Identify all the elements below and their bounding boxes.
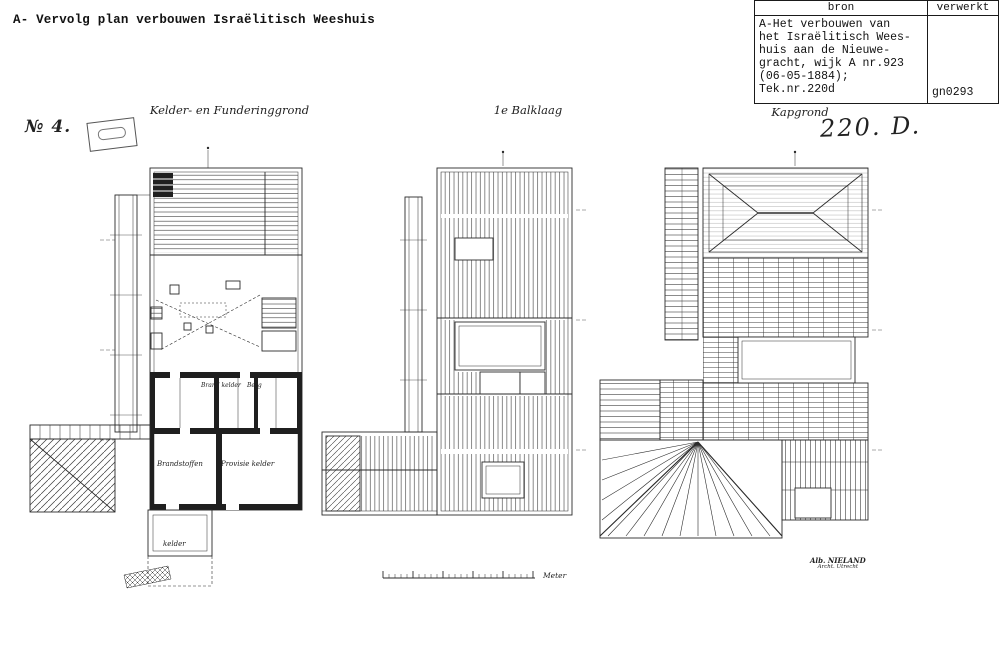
index-table: bron verwerkt A-Het verbouwen van het Is… [754,0,999,104]
lower-joists [441,396,568,511]
wing-roof [599,379,783,539]
stair-block [153,173,173,197]
room-label-berg: Berg [247,382,262,389]
room-label-brandstoffen: Brandstoffen [157,460,203,468]
stair-opening [437,320,572,395]
small-cellar [123,509,213,589]
bron-line: het Israëlitisch Wees- [759,30,911,44]
bron-line: gracht, wijk A nr.923 [759,56,904,70]
plan-title-balklaag: 1e Balklaag [493,103,563,117]
plan-kelder-drawing [29,146,303,589]
batten-grid-upper [702,257,869,338]
middle-section-detail [150,280,297,352]
left-extension [321,431,438,516]
dimension-lines [872,209,882,451]
bron-line: A-Het verbouwen van [759,18,891,31]
masonry-walls [150,372,302,434]
room-label-brand-kelder: Brand kelder [201,382,241,389]
left-rafter-strip [664,167,699,341]
plan-balklaag-drawing [321,150,586,516]
right-lower-block [781,439,869,521]
scale-bar-label: Meter [543,571,567,580]
left-wall-strip [110,194,150,433]
bron-line: Tek.nr.220d [759,82,835,96]
plan-kapgrond-drawing [599,150,882,539]
north-mark [793,150,797,166]
table-cell-bron: A-Het verbouwen van het Israëlitisch Wee… [755,16,927,104]
left-wall-strip [400,196,427,433]
plan-number: № 4. [25,117,72,137]
signature-title: Archt. Utrecht [817,564,859,570]
exterior-stair [29,424,151,513]
sheet-number: 220. D. [819,111,922,143]
foundation-hatch [150,172,302,256]
verwerkt-value: gn0293 [932,86,974,99]
index-table-body: A-Het verbouwen van het Israëlitisch Wee… [755,16,998,104]
cellar-rooms [150,434,302,510]
roof-opening [703,336,856,384]
room-label-provisie-kelder: Provisie kelder [221,460,275,468]
upper-joists [437,172,572,319]
plan-title-kapgrond: Kapgrond [771,105,829,119]
room-label-kelder: kelder [163,540,186,548]
index-table-header: bron verwerkt [755,1,998,16]
table-header-verwerkt: verwerkt [927,1,998,15]
bron-line: huis aan de Nieuwe- [759,43,891,57]
scale-bar [382,571,535,579]
plan-title-kelder: Kelder- en Funderinggrond [149,103,310,117]
hip-roof [702,167,869,259]
table-cell-verwerkt: gn0293 [927,16,998,104]
dimension-lines [576,209,586,451]
table-header-bron: bron [827,2,855,14]
architect-signature: Alb. NIELAND Archt. Utrecht [810,557,866,571]
north-mark [206,146,210,168]
north-mark [501,150,505,166]
dimension-lines [100,239,115,441]
bron-line: (06-05-1884); [759,69,849,83]
batten-grid-lower [702,382,869,441]
signature-name: Alb. NIELAND [810,556,866,565]
page-annotation: A- Vervolg plan verbouwen Israëlitisch W… [13,13,375,27]
